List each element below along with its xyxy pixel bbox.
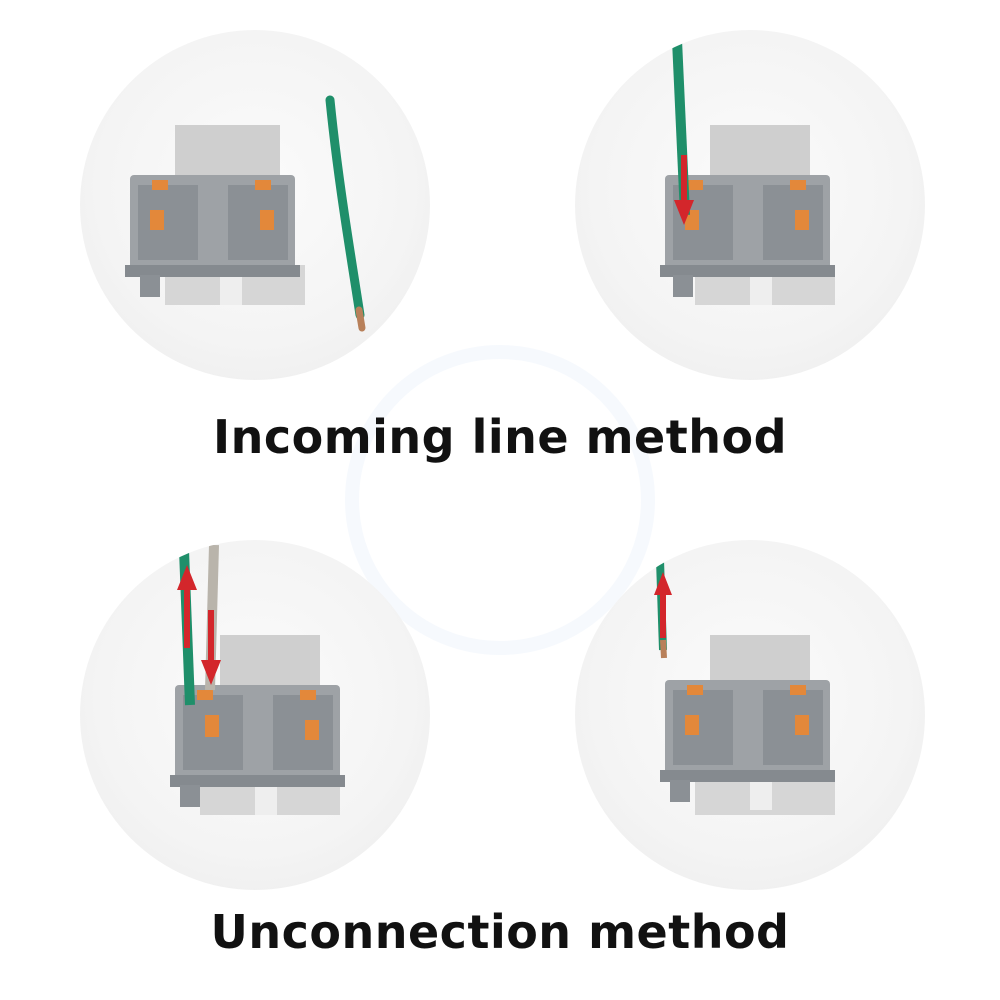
red-arrow-down-icon — [201, 610, 221, 685]
terminal-block — [125, 175, 300, 297]
red-arrow-up-icon — [177, 565, 197, 648]
photo-incoming-step-1 — [80, 30, 430, 380]
terminal-block — [660, 680, 835, 802]
red-arrow-down-icon — [674, 155, 694, 225]
red-arrow-up-icon — [654, 572, 672, 638]
caption-unconnection-method: Unconnection method — [210, 905, 790, 959]
caption-incoming-line-method: Incoming line method — [212, 410, 788, 464]
green-wire — [325, 95, 366, 332]
photo-incoming-step-2 — [575, 30, 925, 380]
photo-unconnection-step-2 — [575, 540, 925, 890]
photo-unconnection-step-1 — [80, 540, 430, 890]
terminal-block — [170, 685, 345, 807]
